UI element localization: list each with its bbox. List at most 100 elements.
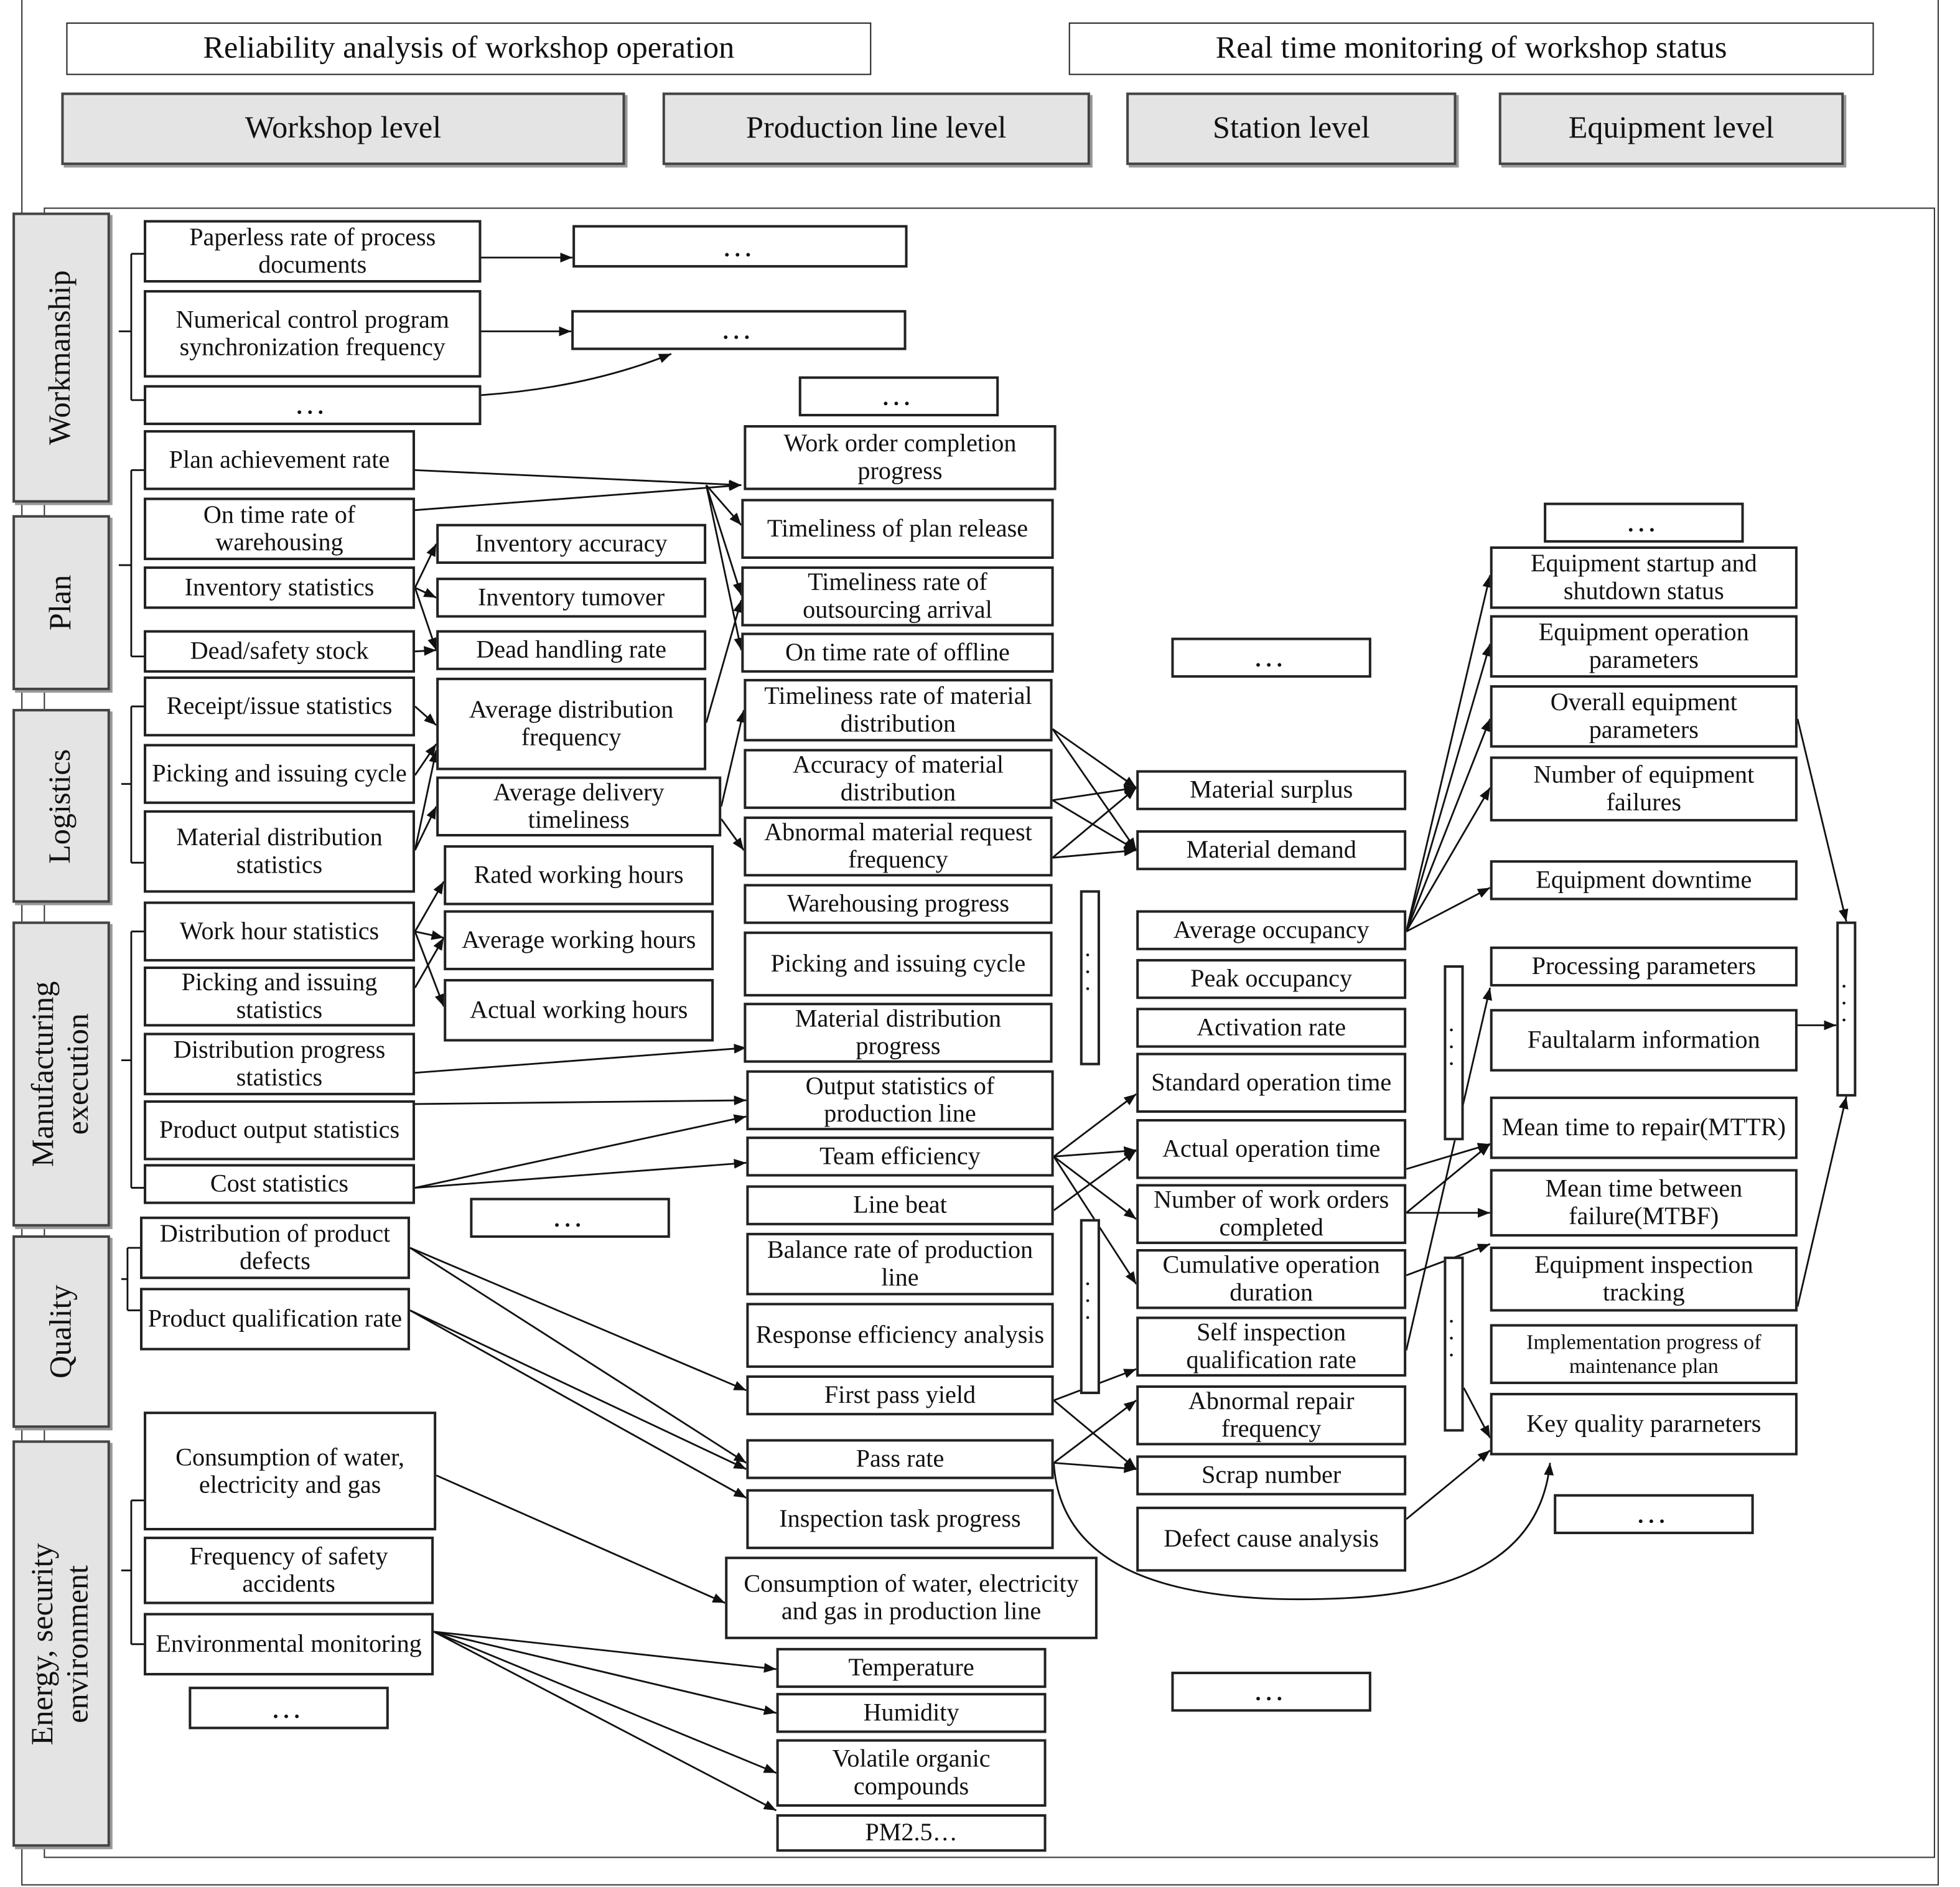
ellipsis-box: ...: [189, 1687, 389, 1730]
metric-product-output-stats: Product output statistics: [144, 1100, 415, 1161]
ellipsis-box: ...: [470, 1197, 670, 1238]
metric-response-efficiency: Response efficiency analysis: [746, 1303, 1054, 1368]
metric-mtbf: Mean time between failure(MTBF): [1490, 1169, 1798, 1237]
category-plan: Plan: [12, 515, 110, 690]
metric-avg-distribution-freq: Average distribution frequency: [436, 677, 707, 770]
metric-dead-safety-stock: Dead/safety stock: [144, 630, 415, 673]
metric-qualification-rate: Product qualification rate: [140, 1288, 410, 1351]
metric-material-surplus: Material surplus: [1136, 770, 1407, 810]
vertical-ellipsis-box: ...: [1080, 1219, 1100, 1395]
category-label: Logistics: [44, 748, 78, 863]
metric-work-orders-completed: Number of work orders completed: [1136, 1184, 1407, 1244]
metric-material-distribution-stats: Material distribution statistics: [144, 810, 415, 893]
metric-plan-release: Timeliness of plan release: [741, 499, 1054, 560]
metric-material-dist-timeliness: Timeliness rate of material distribution: [744, 678, 1053, 742]
metric-downtime: Equipment downtime: [1490, 860, 1798, 901]
metric-material-demand: Material demand: [1136, 830, 1407, 871]
metric-team-efficiency: Team efficiency: [746, 1136, 1054, 1177]
metric-dead-handling: Dead handling rate: [436, 630, 707, 670]
metric-mttr: Mean time to repair(MTTR): [1490, 1096, 1798, 1159]
metric-pass-rate: Pass rate: [746, 1439, 1054, 1479]
metric-ontime-offline: On time rate of offline: [741, 632, 1054, 673]
metric-distribution-progress-stats: Distribution progress statistics: [144, 1032, 415, 1095]
metric-avg-occupancy: Average occupancy: [1136, 910, 1407, 950]
metric-abnormal-request: Abnormal material request frequency: [744, 816, 1053, 877]
metric-processing-params: Processing parameters: [1490, 946, 1798, 987]
category-manufacturing-execution: Manufacturing execution: [12, 921, 110, 1227]
vertical-ellipsis-box: ...: [1444, 965, 1464, 1141]
vertical-ellipsis-box: ...: [1836, 921, 1857, 1097]
metric-rated-hours: Rated working hours: [444, 845, 714, 906]
ellipsis-box: ...: [1171, 637, 1371, 678]
ellipsis-box: ...: [144, 385, 482, 426]
category-label: Quality: [44, 1285, 78, 1379]
metric-warehousing-progress: Warehousing progress: [744, 884, 1053, 924]
metric-actual-op-time: Actual operation time: [1136, 1119, 1407, 1179]
ellipsis-box: ...: [572, 225, 908, 268]
metric-inventory-turnover: Inventory tumover: [436, 578, 707, 618]
metric-voc: Volatile organic compounds: [776, 1739, 1047, 1807]
metric-maintenance-plan: Implementation progress of maintenance p…: [1490, 1324, 1798, 1384]
metric-fault-alarm: Faultalarm information: [1490, 1009, 1798, 1072]
metric-work-hour-stats: Work hour statistics: [144, 901, 415, 962]
metric-picking-issuing-cycle-2: Picking and issuing cycle: [744, 931, 1053, 997]
vertical-ellipsis-box: ...: [1080, 890, 1100, 1065]
metric-nc-sync: Numerical control program synchronizatio…: [144, 290, 482, 378]
category-label: Manufacturing execution: [26, 981, 95, 1167]
ellipsis-box: ...: [1554, 1494, 1754, 1535]
metric-ontime-warehousing: On time rate of warehousing: [144, 497, 415, 561]
metric-picking-issuing-stats: Picking and issuing statistics: [144, 966, 415, 1027]
metric-defect-distribution: Distribution of product defects: [140, 1216, 410, 1280]
metric-outsourcing-arrival: Timeliness rate of outsourcing arrival: [741, 566, 1054, 627]
category-quality: Quality: [12, 1235, 110, 1428]
metric-inventory-statistics: Inventory statistics: [144, 566, 415, 609]
production-line-level: Production line level: [662, 92, 1090, 166]
metric-plan-achievement: Plan achievement rate: [144, 430, 415, 490]
metric-picking-issuing-cycle-1: Picking and issuing cycle: [144, 744, 415, 804]
metric-receipt-issue: Receipt/issue statistics: [144, 676, 415, 737]
metric-cost-stats: Cost statistics: [144, 1164, 415, 1204]
metric-peak-occupancy: Peak occupancy: [1136, 958, 1407, 1000]
metric-paperless: Paperless rate of process documents: [144, 220, 482, 283]
reliability-analysis-header: Reliability analysis of workshop operati…: [66, 22, 872, 75]
ellipsis-box: ...: [571, 310, 907, 350]
metric-defect-cause: Defect cause analysis: [1136, 1506, 1407, 1572]
metric-humidity: Humidity: [776, 1693, 1047, 1733]
metric-avg-hours: Average working hours: [444, 910, 714, 970]
metric-output-line: Output statistics of production line: [746, 1070, 1054, 1131]
station-level: Station level: [1126, 92, 1457, 166]
metric-inspection-progress: Inspection task progress: [746, 1489, 1054, 1550]
metric-standard-op-time: Standard operation time: [1136, 1052, 1407, 1113]
metric-overall-params: Overall equipment parameters: [1490, 685, 1798, 748]
ellipsis-box: ...: [798, 376, 999, 416]
vertical-ellipsis-box: ...: [1444, 1257, 1464, 1432]
category-label: Plan: [44, 574, 78, 630]
ellipsis-box: ...: [1171, 1672, 1371, 1712]
category-label: Workmanship: [44, 270, 78, 445]
metric-first-pass-yield: First pass yield: [746, 1375, 1054, 1416]
metric-inspection-tracking: Equipment inspection tracking: [1490, 1246, 1798, 1312]
metric-material-dist-accuracy: Accuracy of material distribution: [744, 749, 1053, 809]
category-label: Energy, security environment: [26, 1542, 95, 1745]
metric-balance-rate: Balance rate of production line: [746, 1232, 1054, 1296]
equipment-level: Equipment level: [1498, 92, 1844, 166]
category-logistics: Logistics: [12, 709, 110, 903]
metric-consumption: Consumption of water, electricity and ga…: [144, 1412, 437, 1531]
metric-work-order-progress: Work order completion progress: [744, 425, 1057, 490]
metric-env-monitoring: Environmental monitoring: [144, 1613, 434, 1676]
metric-failures: Number of equipment failures: [1490, 756, 1798, 822]
real-time-monitoring-header: Real time monitoring of workshop status: [1068, 22, 1874, 75]
metric-cumulative-duration: Cumulative operation duration: [1136, 1248, 1407, 1309]
metric-key-quality: Key quality pararneters: [1490, 1393, 1798, 1456]
metric-self-inspection: Self inspection qualification rate: [1136, 1316, 1407, 1377]
metric-pm25: PM2.5…: [776, 1814, 1047, 1852]
metric-activation-rate: Activation rate: [1136, 1008, 1407, 1048]
category-energy-security-environment: Energy, security environment: [12, 1440, 110, 1847]
category-workmanship: Workmanship: [12, 212, 110, 503]
metric-line-beat: Line beat: [746, 1185, 1054, 1225]
metric-actual-hours: Actual working hours: [444, 979, 714, 1042]
metric-temperature: Temperature: [776, 1647, 1047, 1688]
ellipsis-box: ...: [1544, 502, 1744, 543]
workshop-level: Workshop level: [61, 92, 625, 166]
